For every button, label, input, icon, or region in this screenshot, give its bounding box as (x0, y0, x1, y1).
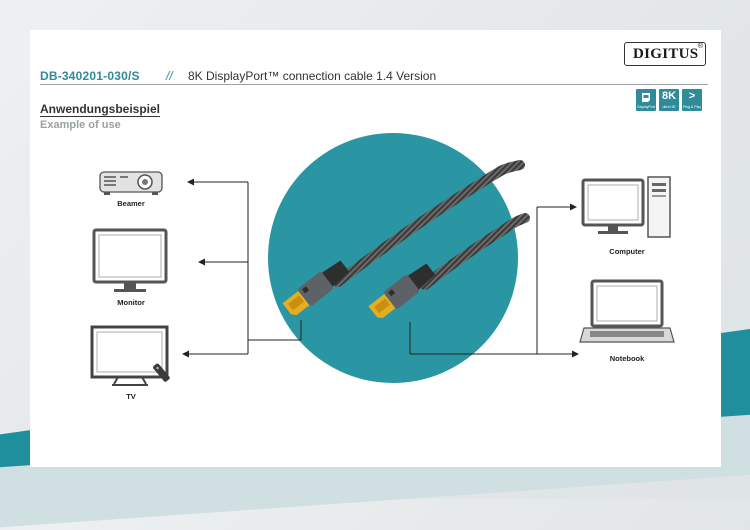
projector-icon (99, 171, 163, 195)
left-connection-lines (182, 178, 302, 358)
section-title-german: Anwendungsbeispiel (40, 102, 161, 117)
cable-background-circle (268, 133, 518, 383)
section-title-english: Example of use (40, 119, 121, 131)
cable-right (420, 213, 530, 290)
badge-label-displayport: DisplayPort (637, 105, 655, 109)
right-connection-lines (409, 203, 579, 358)
device-label-monitor: Monitor (117, 298, 145, 307)
title-separator: // (166, 69, 173, 83)
connection-diagram (90, 133, 675, 386)
device-label-computer: Computer (609, 247, 645, 256)
logo-registered-mark: ® (697, 43, 703, 50)
badge-arrow: > (688, 90, 696, 102)
badge-label-ultrahd: ultra HD (662, 105, 676, 109)
digitus-logo: DIGITUS ® (624, 42, 706, 66)
header-divider (40, 84, 708, 85)
cable-left (333, 160, 525, 287)
device-label-tv: TV (126, 392, 136, 401)
displayport-icon: DisplayPort (636, 89, 656, 111)
connector-right (368, 263, 436, 319)
product-code: DB-340201-030/S (40, 69, 140, 83)
monitor-icon (92, 228, 168, 292)
device-label-notebook: Notebook (609, 354, 645, 363)
remote-control-icon (153, 363, 170, 382)
badge-8k-text: 8K (661, 90, 677, 102)
laptop-icon (579, 279, 675, 343)
8k-icon: 8K ultra HD (659, 89, 679, 111)
tv-icon (90, 325, 170, 386)
plug-play-icon: > Plug & Play (682, 89, 702, 111)
connector-left (282, 260, 350, 316)
desktop-computer-icon (581, 176, 671, 238)
badge-label-plugplay: Plug & Play (682, 105, 702, 109)
device-label-beamer: Beamer (117, 199, 145, 208)
logo-text: DIGITUS (633, 46, 699, 62)
product-title: 8K DisplayPort™ connection cable 1.4 Ver… (188, 69, 437, 83)
